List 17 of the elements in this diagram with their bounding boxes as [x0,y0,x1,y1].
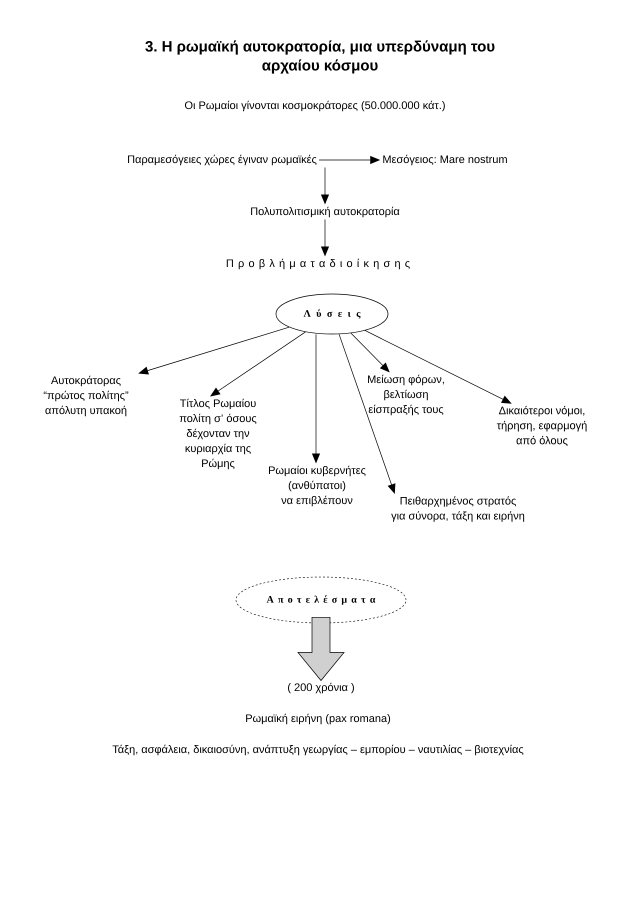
solution-text: Πειθαρχημένος στρατός για σύνορα, τάξη και ειρήνη [391,496,524,522]
outcome-text: ( 200 χρόνια ) [288,682,354,694]
solution-text: Αυτοκράτορας “πρώτος πολίτης” απόλυτη υπακοή [44,376,128,416]
block-arrow [297,616,345,682]
flow-text: Π ρ ο β λ ή μ α τ α δ ι ο ί κ η σ η ς [226,258,410,270]
note-text: Ρωμαϊκή ειρήνη (pax romana) [246,714,390,724]
flow-text: Παραμεσόγειες χώρες έγιναν ρωμαϊκές [128,154,316,166]
subtitle: Οι Ρωμαίοι γίνονται κοσμοκράτορες (50.000.000 κάτ.) [184,100,445,112]
flow-text: Μεσόγειος: Mare nostrum [383,154,507,166]
solution-text: Δικαιότεροι νόμοι, τήρηση, εφαρμογή από όλους [496,406,587,446]
solution-text: Ρωμαίοι κυβερνήτες (ανθύπατοι) να επιβλέπουν [268,466,366,506]
ellipse-node: Λ ύ σ ε ι ς [276,294,388,334]
note-text: Τάξη, ασφάλεια, δικαιοσύνη, ανάπτυξη γεωργίας – εμπορίου – ναυτιλίας – βιοτεχνίας [112,744,524,756]
title: 3. Η ρωμαϊκή αυτοκρατορία, μια υπερδύναμη του αρχαίου κόσμου [145,40,494,74]
flow-text: Πολυπολιτισμική αυτοκρατορία [251,206,400,218]
solution-text: Μείωση φόρων, βελτίωση είσπραξής τους [368,374,444,416]
solution-text: Τίτλος Ρωμαίου πολίτη σ’ όσους δέχονταν την κυριαρχία της Ρώμης [180,398,256,470]
